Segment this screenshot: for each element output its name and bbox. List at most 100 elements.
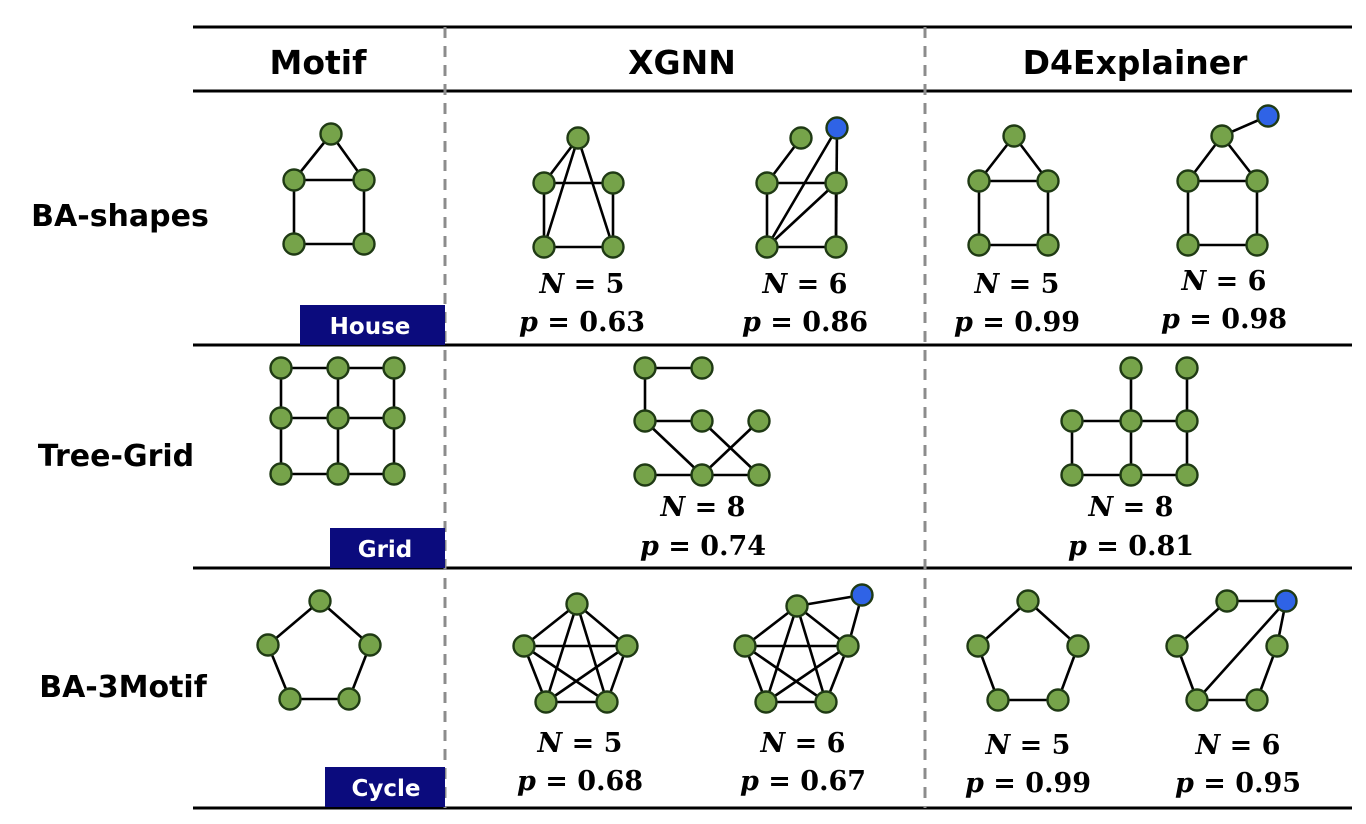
- graph-motif-grid: [269, 356, 406, 486]
- stat-xgnn-grid-n: N = 8: [660, 492, 746, 523]
- graph-edge: [576, 137, 615, 248]
- tag-cycle-bg: [325, 767, 445, 807]
- graph-node: [382, 406, 406, 430]
- graph-edge: [545, 644, 628, 704]
- graph-node: [755, 171, 779, 195]
- graph-node: [824, 235, 848, 259]
- graph-edge: [795, 605, 828, 703]
- header-xgnn: XGNN: [628, 43, 736, 82]
- tag-cycle-label: Cycle: [352, 776, 421, 802]
- graph-node: [565, 592, 589, 616]
- graph-node: [1036, 233, 1060, 257]
- graph-node: [633, 409, 657, 433]
- graph-node: [1215, 589, 1239, 613]
- tag-grid-bg: [330, 528, 445, 568]
- graph-d4-cycle-1: [966, 589, 1090, 712]
- stat-xgnn-cycle-1-p: p = 0.68: [517, 766, 643, 797]
- graph-node: [532, 171, 556, 195]
- graph-node: [601, 235, 625, 259]
- graph-xgnn-house-2: [755, 116, 849, 259]
- graph-node: [1210, 124, 1234, 148]
- graph-node: [986, 688, 1010, 712]
- stat-xgnn-grid-p: p = 0.74: [640, 531, 766, 562]
- graph-edge: [544, 603, 579, 703]
- graph-node: [308, 589, 332, 613]
- stat-d4-grid-n: N = 8: [1088, 492, 1174, 523]
- graph-node: [1119, 356, 1143, 380]
- graph-node: [690, 463, 714, 487]
- graph-node: [1066, 634, 1090, 658]
- graph-node: [1119, 409, 1143, 433]
- graph-xgnn-grid: [633, 356, 771, 487]
- graph-xgnn-cycle-1: [512, 592, 639, 714]
- graph-node: [337, 687, 361, 711]
- graph-node: [733, 634, 757, 658]
- graph-node: [1016, 589, 1040, 613]
- graphs: [256, 104, 1298, 714]
- graph-node: [326, 406, 350, 430]
- graph-node: [595, 690, 619, 714]
- stat-xgnn-house-2-n: N = 6: [762, 269, 848, 300]
- graph-xgnn-cycle-2: [733, 583, 874, 714]
- stat-d4-house-1-n: N = 5: [974, 269, 1060, 300]
- graph-node: [836, 634, 860, 658]
- graph-node: [967, 169, 991, 193]
- graph-node: [633, 463, 657, 487]
- graph-node: [755, 235, 779, 259]
- graph-node: [358, 633, 382, 657]
- graph-node: [967, 233, 991, 257]
- graph-node: [789, 126, 813, 150]
- stat-d4-cycle-1-n: N = 5: [985, 730, 1071, 761]
- tag-house: House: [300, 305, 445, 345]
- header-d4explainer: D4Explainer: [1023, 43, 1249, 82]
- graph-node: [747, 463, 771, 487]
- graph-node: [1185, 688, 1209, 712]
- row-label-ba-3motif: BA-3Motif: [39, 670, 207, 705]
- stat-d4-cycle-2-n: N = 6: [1195, 730, 1281, 761]
- graph-node: [282, 168, 306, 192]
- graph-motif-house: [282, 122, 376, 256]
- graph-node: [326, 462, 350, 486]
- stat-xgnn-house-1-n: N = 5: [539, 269, 625, 300]
- graph-node: [747, 409, 771, 433]
- graph-node: [1265, 634, 1289, 658]
- graph-motif-cycle: [256, 589, 382, 711]
- graph-edge: [701, 420, 760, 476]
- graph-node: [690, 409, 714, 433]
- graph-node: [1175, 463, 1199, 487]
- graph-node: [566, 126, 590, 150]
- stat-xgnn-cycle-2-n: N = 6: [760, 728, 846, 759]
- stat-d4-house-1-p: p = 0.99: [954, 307, 1080, 338]
- graph-node: [1245, 169, 1269, 193]
- graph-node-added: [825, 116, 849, 140]
- stat-d4-house-2-n: N = 6: [1181, 266, 1267, 297]
- graph-node: [1175, 356, 1199, 380]
- graph-d4-grid: [1060, 356, 1199, 487]
- graph-node: [269, 406, 293, 430]
- graph-node: [615, 634, 639, 658]
- graph-edge: [523, 644, 608, 704]
- tag-grid-label: Grid: [358, 537, 413, 563]
- graph-edge: [765, 644, 849, 704]
- graph-node: [633, 356, 657, 380]
- graph-edge: [764, 605, 799, 703]
- stat-d4-grid-p: p = 0.81: [1068, 531, 1194, 562]
- graph-node: [1060, 409, 1084, 433]
- graph-xgnn-house-1: [532, 126, 625, 259]
- row-label-tree-grid: Tree-Grid: [38, 439, 194, 474]
- graph-node: [966, 634, 990, 658]
- graph-node: [278, 687, 302, 711]
- graph-edge: [644, 420, 703, 476]
- graph-node: [1060, 463, 1084, 487]
- tag-cycle: Cycle: [325, 767, 445, 807]
- graph-node: [1245, 233, 1269, 257]
- graph-node: [601, 171, 625, 195]
- graph-node-added: [1274, 589, 1298, 613]
- graph-node: [1046, 688, 1070, 712]
- graph-node: [319, 122, 343, 146]
- graph-node: [1119, 463, 1143, 487]
- stat-xgnn-cycle-2-p: p = 0.67: [740, 766, 866, 797]
- graph-edge: [765, 127, 839, 248]
- stat-xgnn-house-1-p: p = 0.63: [519, 307, 645, 338]
- graph-node: [1176, 233, 1200, 257]
